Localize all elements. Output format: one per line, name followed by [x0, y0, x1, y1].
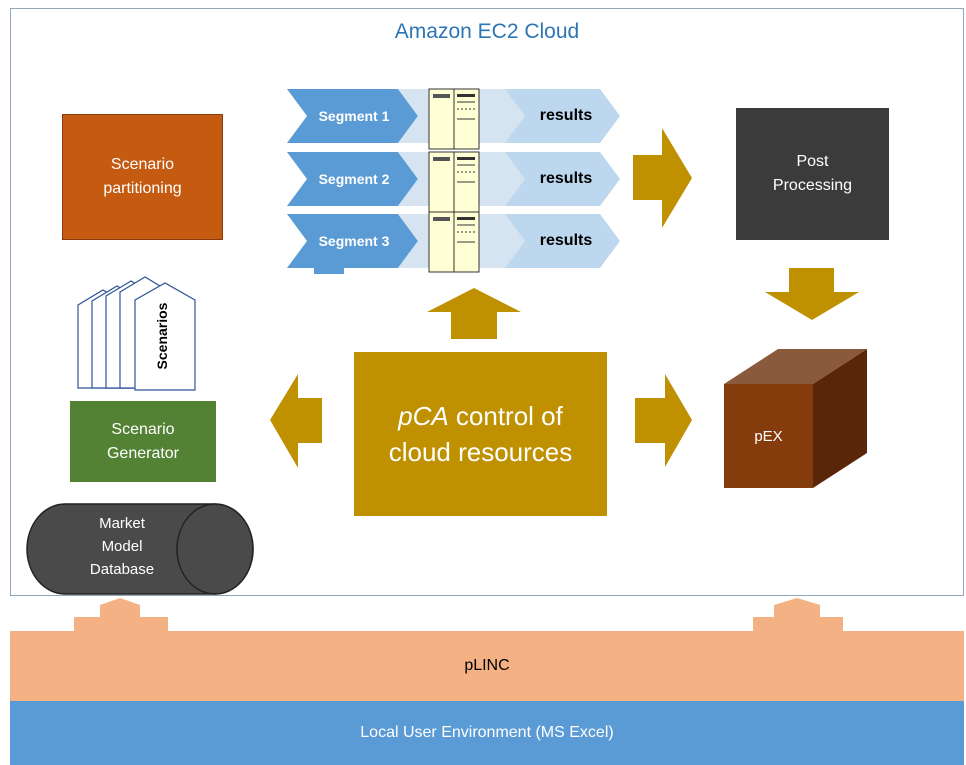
- scenario-generator-box: Scenario Generator: [70, 401, 216, 482]
- pca-control-box: pCA control of cloud resources: [354, 352, 607, 516]
- arrow-up-plinc-right: [753, 598, 843, 631]
- post-processing-box: Post Processing: [736, 108, 889, 240]
- local-user-environment-label: Local User Environment (MS Excel): [360, 724, 614, 741]
- scenario-partitioning-box: Scenario partitioning: [62, 114, 223, 240]
- cloud-title: Amazon EC2 Cloud: [394, 20, 580, 43]
- database-line3: Database: [89, 561, 155, 578]
- pex-label: pEX: [754, 428, 783, 445]
- results-chevron-1: [500, 89, 620, 143]
- arrow-left-to-generator: [270, 374, 322, 468]
- results-label-2: results: [539, 170, 593, 187]
- database-line2: Model: [101, 538, 143, 555]
- results-chevron-3: [500, 214, 620, 268]
- segment-tail: [314, 268, 344, 274]
- scenario-documents: [77, 276, 196, 391]
- database-label: Market Model Database: [72, 512, 172, 581]
- segment-chevron-3: [287, 214, 418, 268]
- scenario-generator-line2: Generator: [106, 444, 180, 462]
- server-icon-3: [428, 211, 480, 273]
- database-cylinder: [26, 503, 254, 595]
- scenario-generator-line1: Scenario: [111, 420, 175, 438]
- server-icon-2: [428, 151, 480, 213]
- local-user-environment-band: Local User Environment (MS Excel): [10, 701, 964, 765]
- results-label-3: results: [539, 232, 593, 249]
- scenario-partitioning-line1: Scenario: [110, 156, 175, 173]
- scenario-partitioning-line2: partitioning: [103, 180, 182, 197]
- post-processing-line2: Processing: [772, 177, 853, 194]
- results-chevron-2: [500, 152, 620, 206]
- post-processing-line1: Post: [796, 153, 829, 170]
- pca-line1-rest: control of: [448, 401, 563, 431]
- segment-chevron-2: [287, 152, 418, 206]
- plinc-label: pLINC: [464, 657, 510, 674]
- arrow-down-to-pex: [765, 268, 859, 320]
- arrow-up-plinc-left: [74, 598, 168, 631]
- segment-label-1: Segment 1: [318, 108, 390, 124]
- pca-italic: pCA: [398, 401, 449, 431]
- cloud-frame: [10, 8, 964, 596]
- arrow-up-to-segments: [427, 288, 521, 339]
- plinc-band: pLINC: [10, 631, 964, 701]
- database-line1: Market: [99, 515, 145, 532]
- scenarios-label: Scenarios: [154, 302, 170, 370]
- pca-line2: cloud resources: [388, 437, 573, 467]
- segment-label-2: Segment 2: [318, 171, 390, 187]
- results-label-1: results: [539, 107, 593, 124]
- server-icon-1: [428, 88, 480, 150]
- pex-cube: [724, 349, 867, 488]
- arrow-right-to-post: [633, 128, 692, 228]
- segment-label-3: Segment 3: [318, 233, 390, 249]
- segment-chevron-1: [287, 89, 418, 143]
- arrow-right-to-pex: [635, 374, 692, 467]
